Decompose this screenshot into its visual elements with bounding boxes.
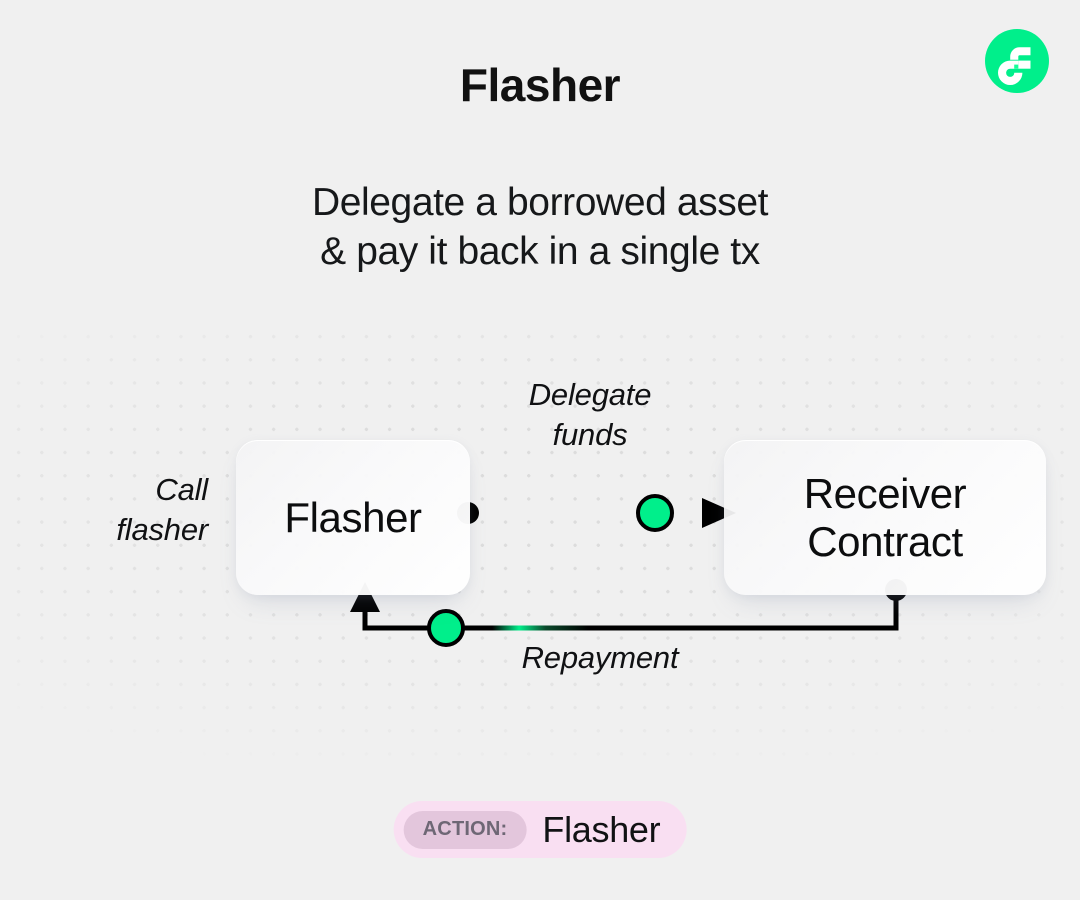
page-subtitle: Delegate a borrowed asset & pay it back … [0,178,1080,276]
flow-diagram: Flasher Receiver Contract Call flasher D… [0,320,1080,760]
edge-label-delegate-funds: Delegate funds [440,375,740,454]
edge-label-repayment: Repayment [420,638,780,678]
node-receiver-contract-label-line-2: Contract [807,517,963,565]
edge-label-call-flasher: Call flasher [28,470,208,549]
action-badge-key: ACTION: [403,810,527,849]
node-receiver-contract-label-line-1: Receiver [803,470,967,518]
page-title: Flasher [459,59,621,111]
node-flasher[interactable]: Flasher [236,440,470,595]
action-badge-value: Flasher [542,808,661,850]
node-receiver-contract[interactable]: Receiver Contract [724,440,1046,595]
edge-label-delegate-funds-line-2: funds [552,416,628,452]
node-flasher-label: Flasher [284,493,422,541]
page-subtitle-line-2: & pay it back in a single tx [320,230,760,274]
edge-label-call-flasher-line-1: Call [155,472,208,507]
edge-delegate-funds [457,494,736,532]
node-receiver-contract-label: Receiver Contract [804,470,967,564]
action-badge: ACTION: Flasher [393,801,687,858]
edge-label-repayment-line-1: Repayment [521,640,679,675]
edge-label-delegate-funds-line-1: Delegate [528,377,652,412]
page-subtitle-line-1: Delegate a borrowed asset [311,181,769,224]
edge-label-call-flasher-line-2: flasher [116,511,208,547]
flow-logo-icon [985,29,1049,93]
